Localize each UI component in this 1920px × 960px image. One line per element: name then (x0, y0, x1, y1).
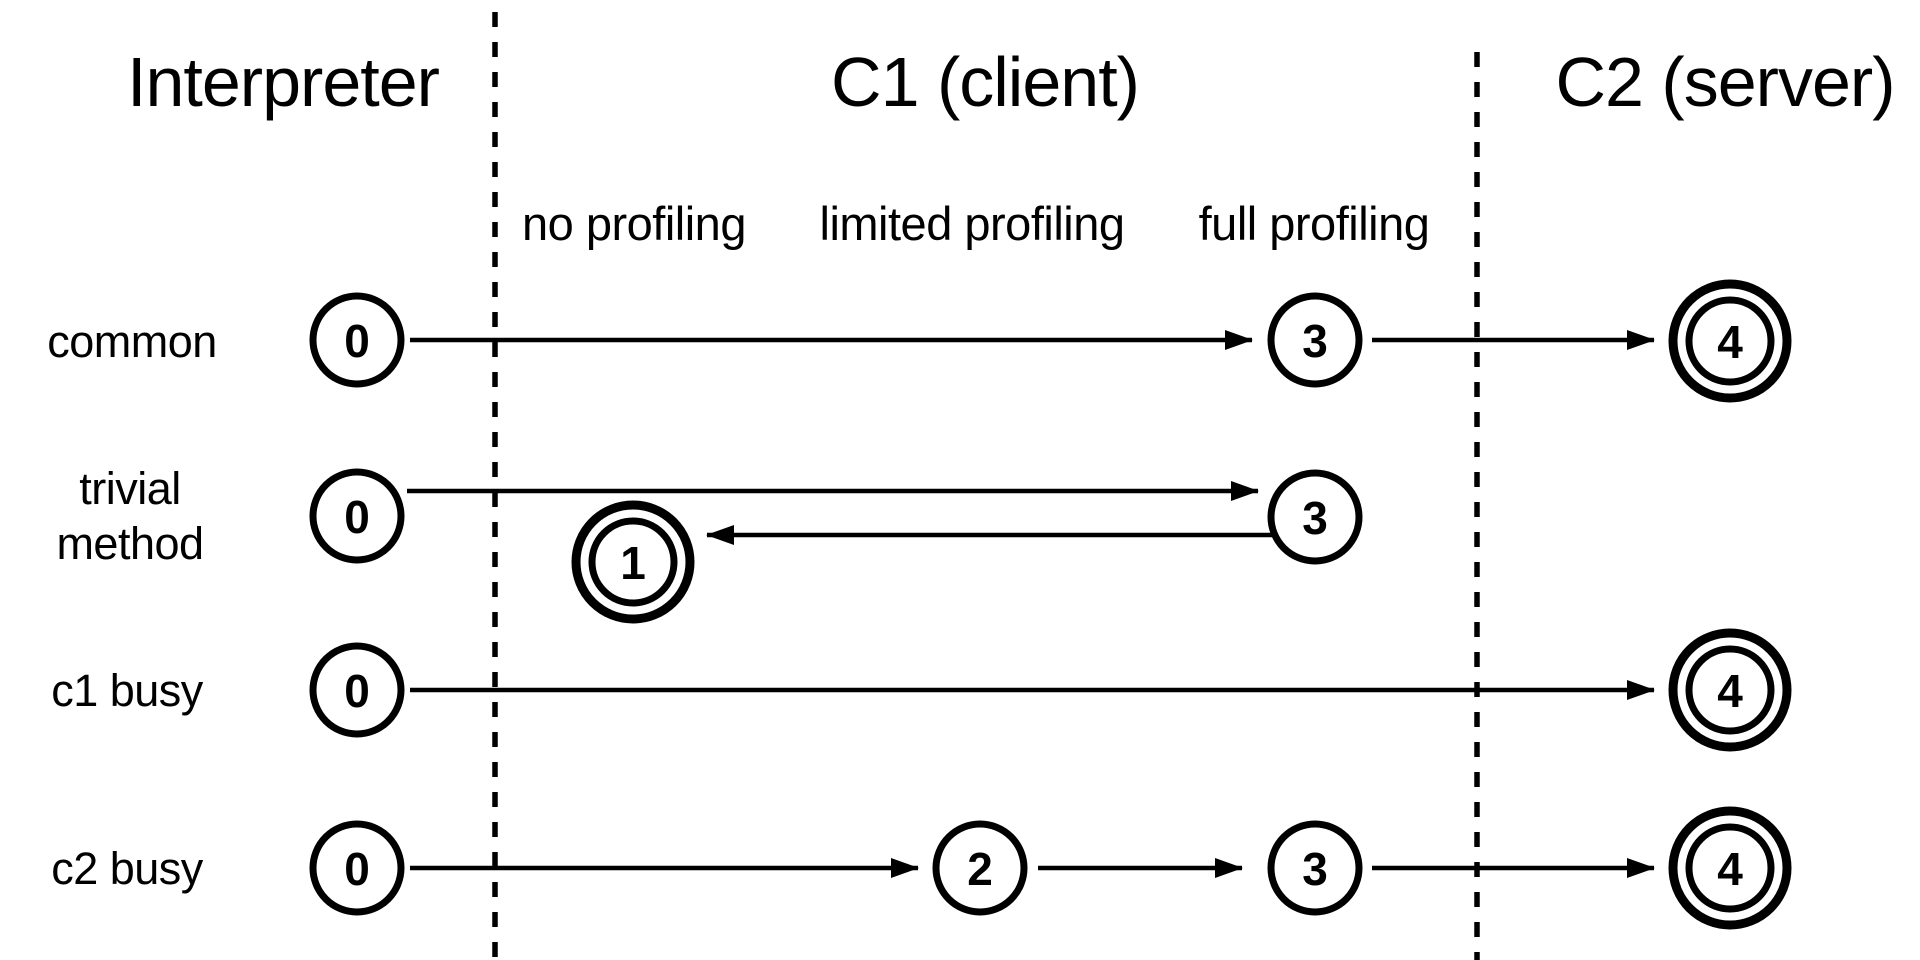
state-circle-outer-ring (1668, 806, 1792, 930)
row-label-common: common (47, 316, 217, 367)
state-circle-inner-ring (1685, 823, 1775, 913)
row-label-c1-busy: c1 busy (51, 665, 204, 716)
row-label-trivial-line2: method (56, 518, 203, 569)
state-node-c2busy-tier2: 2 (932, 820, 1028, 916)
state-node-trivial-tier1-final: 1 (571, 500, 695, 624)
row-label-c2-busy: c2 busy (51, 843, 204, 894)
state-number: 2 (967, 843, 993, 895)
state-number: 4 (1717, 665, 1743, 717)
state-circle (1267, 292, 1363, 388)
column-header-c2-server: C2 (server) (1555, 43, 1894, 121)
state-circle (309, 468, 405, 564)
state-circle-inner-ring (1685, 296, 1775, 386)
state-number: 3 (1302, 843, 1328, 895)
column-header-c1-client: C1 (client) (831, 43, 1139, 121)
column-header-interpreter: Interpreter (127, 43, 440, 121)
state-node-trivial-tier0: 0 (309, 468, 405, 564)
state-circle-outer-ring (571, 500, 695, 624)
row-label-trivial-line1: trivial (79, 463, 181, 514)
state-circle (1267, 820, 1363, 916)
c1-sublevel-label-limited-profiling: limited profiling (820, 197, 1125, 250)
state-circle (932, 820, 1028, 916)
state-node-common-tier4-final: 4 (1668, 279, 1792, 403)
state-number: 1 (620, 537, 646, 589)
state-number: 0 (344, 491, 370, 543)
state-node-common-tier0: 0 (309, 292, 405, 388)
state-circle (309, 292, 405, 388)
c1-sublevel-label-full-profiling: full profiling (1199, 197, 1430, 250)
state-circle (1267, 469, 1363, 565)
state-node-c1busy-tier0: 0 (309, 642, 405, 738)
state-circle-inner-ring (588, 517, 678, 607)
state-number: 3 (1302, 492, 1328, 544)
state-node-common-tier3: 3 (1267, 292, 1363, 388)
state-node-c2busy-tier4-final: 4 (1668, 806, 1792, 930)
state-number: 0 (344, 315, 370, 367)
state-circle (309, 820, 405, 916)
state-node-trivial-tier3: 3 (1267, 469, 1363, 565)
state-node-c2busy-tier3: 3 (1267, 820, 1363, 916)
state-node-c2busy-tier0: 0 (309, 820, 405, 916)
state-number: 3 (1302, 315, 1328, 367)
state-number: 0 (344, 843, 370, 895)
state-node-c1busy-tier4-final: 4 (1668, 628, 1792, 752)
state-number: 0 (344, 665, 370, 717)
state-number: 4 (1717, 316, 1743, 368)
c1-sublevel-label-no-profiling: no profiling (522, 197, 746, 250)
state-number: 4 (1717, 843, 1743, 895)
state-circle-outer-ring (1668, 279, 1792, 403)
state-circle-outer-ring (1668, 628, 1792, 752)
state-circle (309, 642, 405, 738)
state-circle-inner-ring (1685, 645, 1775, 735)
